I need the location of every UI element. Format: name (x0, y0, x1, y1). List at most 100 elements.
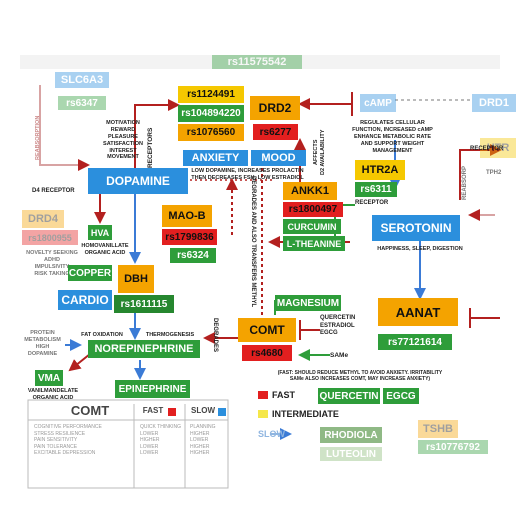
rs6311-node: rs6311 (355, 182, 397, 197)
top-faded-node: rs11575542 (212, 55, 302, 69)
comt-table-fast: FAST (142, 405, 164, 415)
d4-receptor-label: D4 RECEPTOR (32, 188, 75, 194)
vma-node: VMA (35, 370, 63, 386)
comt-inhibitors-note: QUERCETIN ESTRADIOL EGCG (320, 315, 356, 336)
camp-node: cAMP (360, 94, 396, 112)
rs6324-node: rs6324 (170, 248, 216, 263)
drd2-node: DRD2 (250, 96, 300, 120)
same-note: SAMe (330, 352, 349, 359)
top-faded-band (20, 55, 500, 69)
serotonin-node: SEROTONIN (372, 215, 460, 241)
receptors-arrow (134, 99, 180, 170)
homovanillate-note: HOMOVANILLATE ORGANIC ACID (81, 243, 129, 256)
happiness-note: HAPPINESS, SLEEP, DIGESTION (377, 246, 463, 252)
table-cell: EXCITABLE DEPRESSION (34, 450, 96, 456)
anxiety-node: ANXIETY (183, 150, 248, 166)
rs1611115-node: rs1611115 (114, 295, 174, 313)
legend-fast: FAST (272, 390, 296, 400)
rs77121614-node: rs77121614 (378, 334, 452, 350)
vanilmandelate-note: VANILMANDELATE ORGANIC ACID (27, 388, 79, 401)
reabsorption-arrow (39, 85, 90, 171)
receptor-right-arrow (459, 144, 502, 200)
rs1124491-node: rs1124491 (178, 86, 244, 103)
table-cell: LOWER (140, 443, 159, 450)
rs6277-node: rs6277 (253, 124, 298, 140)
rs1800497-node: rs1800497 (283, 202, 343, 217)
reabsorp-label: REABSORP (462, 165, 468, 200)
legend-slow: SLOW (258, 429, 285, 439)
comt-table-frame (27, 399, 229, 489)
table-cell: PAIN SENSITIVITY (34, 437, 78, 443)
table-cell: LOWER (140, 430, 159, 437)
tshb-rs-node: rs10776792 (418, 440, 488, 454)
fat-oxidation-note: FAT OXIDATION (81, 332, 123, 338)
camp-note: REGULATES CELLULAR FUNCTION, INCREASED c… (352, 120, 433, 154)
epinephrine-node: EPINEPHRINE (115, 380, 190, 398)
table-cell: HIGHER (190, 450, 210, 456)
comt-table-slow: SLOW (191, 405, 215, 415)
receptor-htr-label: RECEPTOR (355, 200, 389, 206)
fast-note: (FAST: SHOULD REDUCE METHYL TO AVOID ANX… (277, 370, 443, 383)
comt-table-title: COMT (70, 402, 110, 418)
table-fast-swatch (168, 408, 176, 416)
l-theanine-node: L-THEANINE (283, 236, 345, 251)
degrades-transfers-label: DEGRADES AND ALSO TRANSFERS METHYL (250, 176, 256, 308)
table-cell: LOWER (140, 450, 159, 456)
rs1076560-node: rs1076560 (178, 124, 244, 141)
thermogenesis-note: THERMOGENESIS (145, 332, 195, 338)
rs6347-node: rs6347 (58, 96, 106, 110)
copper-node: COPPER (68, 265, 112, 281)
table-cell: QUICK THINKING (140, 424, 182, 430)
mood-node: MOOD (251, 150, 306, 166)
rs1799836-node: rs1799836 (162, 229, 217, 245)
table-cell: HIGHER (190, 443, 210, 450)
comt-table-rows-fast: QUICK THINKING LOWER HIGHER LOWER LOWER (140, 424, 184, 457)
table-slow-swatch (218, 408, 226, 416)
htr2a-node: HTR2A (355, 160, 405, 180)
egcg-node: EGCG (383, 388, 419, 404)
table-cell: PAIN TOLERANCE (34, 443, 78, 450)
motivation-note: MOTIVATION REWARD PLEASURE SATISFACTION … (103, 120, 143, 161)
norepinephrine-node: NOREPINEPHRINE (88, 340, 200, 358)
aanat-node: AANAT (378, 298, 458, 326)
comt-node: COMT (238, 318, 296, 342)
drd1-node: DRD1 (472, 94, 516, 112)
receptors-label: RECEPTORS (147, 127, 154, 168)
rs104894220-node: rs104894220 (178, 105, 244, 122)
low-dopamine-note: LOW DOPAMINE, INCREASES PROLACTIN THEN D… (191, 168, 304, 181)
fast-swatch (258, 391, 268, 399)
degrades-label: DEGRADES (212, 318, 218, 353)
quercetin-node: QUERCETIN (318, 388, 380, 404)
dbh-node: DBH (118, 265, 154, 293)
hva-node: HVA (88, 225, 112, 240)
table-cell: PLANNING (190, 424, 216, 430)
legend-intermediate: INTERMEDIATE (272, 409, 339, 419)
table-cell: HIGHER (190, 430, 210, 437)
drd4-node: DRD4 (22, 210, 64, 228)
affects-label: AFFECTS D2 AVAILABILITY (313, 129, 326, 175)
reabsorption-label: REABSORPTION (35, 115, 41, 160)
drd4-note: NOVELTY SEEKING ADHD IMPULSIVITY RISK TA… (26, 250, 78, 277)
ankk1-node: ANKK1 (283, 182, 337, 200)
table-cell: HIGHER (140, 437, 160, 443)
drd4-rs-node: rs1800955 (22, 230, 78, 245)
comt-table-rows-left: COGNITIVE PERFORMANCE STRESS RESILIENCE … (34, 424, 132, 457)
slc6a3-node: SLC6A3 (55, 72, 109, 88)
table-cell: STRESS RESILIENCE (34, 430, 86, 437)
tph2-label: TPH2 (486, 170, 502, 176)
dopamine-node: DOPAMINE (88, 168, 188, 194)
rs4680-node: rs4680 (242, 345, 292, 361)
cardio-button[interactable]: CARDIO (58, 290, 112, 310)
rhodiola-node: RHODIOLA (320, 427, 382, 443)
protein-note: PROTEIN METABOLISM HIGH DOPAMINE (24, 330, 61, 357)
table-cell: COGNITIVE PERFORMANCE (34, 424, 102, 430)
maob-node: MAO-B (162, 205, 212, 227)
intermediate-swatch (258, 410, 268, 418)
curcumin-node: CURCUMIN (283, 219, 341, 234)
table-cell: LOWER (190, 437, 209, 443)
comt-table-rows-slow: PLANNING HIGHER LOWER HIGHER HIGHER (190, 424, 226, 457)
magnesium-node: MAGNESIUM (275, 295, 341, 311)
htr-partial-node: HTR (480, 138, 516, 158)
tshb-node: TSHB (418, 420, 458, 438)
